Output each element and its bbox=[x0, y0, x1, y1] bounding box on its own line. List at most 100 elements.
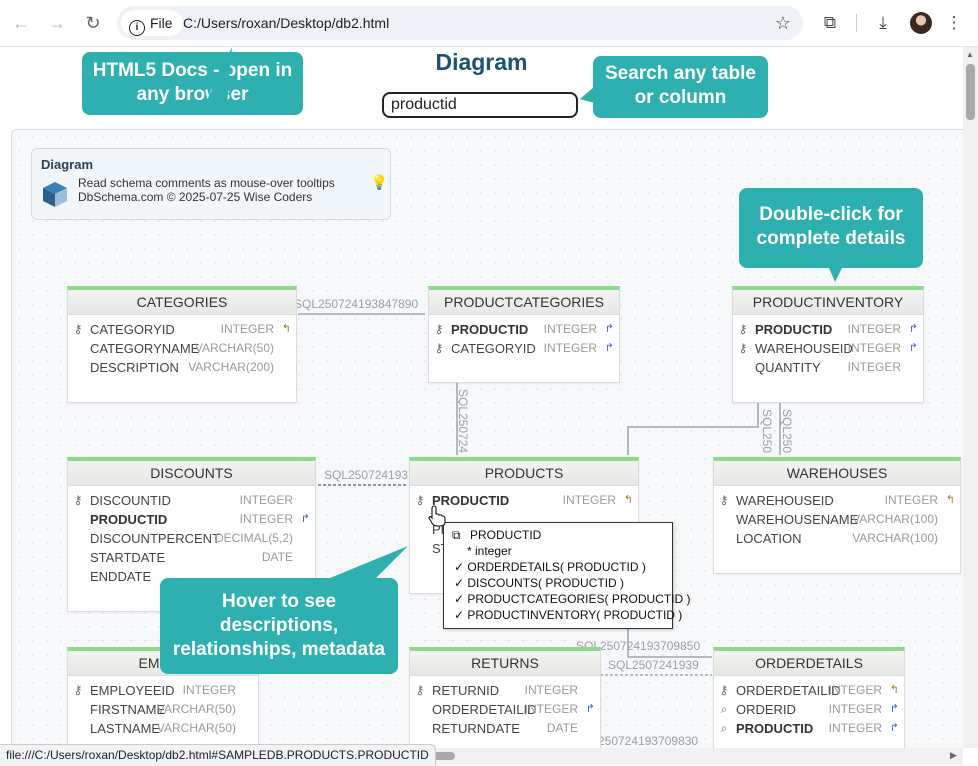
fk-arrow-icon: ↱ bbox=[908, 342, 918, 354]
callout-search: Search any table or column bbox=[593, 56, 768, 118]
menu-kebab-icon[interactable]: ⋮ bbox=[945, 13, 963, 32]
callout-hover: Hover to see descriptions, relationships… bbox=[160, 578, 398, 674]
back-arrow-icon[interactable]: ← bbox=[12, 13, 30, 33]
table-header[interactable]: PRODUCTCATEGORIES bbox=[429, 290, 619, 315]
profile-avatar[interactable] bbox=[910, 12, 932, 34]
fk-arrow-icon: ↱ bbox=[908, 323, 918, 335]
fk-arrow-icon: ↱ bbox=[604, 342, 614, 354]
fk-label-productcategories[interactable]: SQL250724 bbox=[456, 389, 470, 454]
fk-label-discounts[interactable]: SQL250724193 bbox=[324, 468, 409, 482]
vertical-scrollbar[interactable]: ▲ bbox=[963, 47, 978, 748]
download-icon[interactable]: ⤓ bbox=[879, 13, 887, 32]
page-content: Diagram Diagram Read schema comments as … bbox=[0, 47, 963, 748]
reload-icon[interactable]: ↻ bbox=[85, 13, 101, 33]
index-search-icon: ⌕ bbox=[720, 702, 728, 716]
page-title: Diagram bbox=[435, 49, 528, 75]
table-header[interactable]: WAREHOUSES bbox=[714, 461, 960, 486]
fk-arrow-icon: ↱ bbox=[604, 323, 614, 335]
fk-label-categories[interactable]: SQL250724193847890 bbox=[294, 297, 419, 311]
key-icon: ⚷ bbox=[738, 341, 748, 355]
scroll-up-icon[interactable]: ▲ bbox=[966, 50, 974, 59]
hand-cursor-icon bbox=[428, 505, 446, 527]
table-header[interactable]: PRODUCTINVENTORY bbox=[733, 290, 923, 315]
info-card-title: Diagram bbox=[41, 157, 94, 172]
key-icon: ⚷ bbox=[434, 322, 444, 336]
vertical-scroll-thumb[interactable] bbox=[966, 64, 975, 120]
column-row[interactable]: ENDDATE bbox=[90, 569, 152, 584]
table-header[interactable]: PRODUCTS bbox=[410, 461, 638, 486]
bookmark-star-icon[interactable]: ☆ bbox=[774, 13, 791, 33]
fk-label-orderdetails-2[interactable]: SQL2507241939 bbox=[608, 658, 699, 672]
fk-label-orderdetails-1[interactable]: SQL250724193709850 bbox=[576, 639, 701, 653]
search-input[interactable] bbox=[382, 92, 578, 118]
fk-label-orderdetails-3[interactable]: 250724193709830 bbox=[598, 734, 699, 748]
key-icon: ⚷ bbox=[73, 322, 83, 336]
info-card-line1: Read schema comments as mouse-over toolt… bbox=[78, 176, 335, 190]
diagram-info-card: Diagram Read schema comments as mouse-ov… bbox=[31, 148, 391, 220]
key-icon: ⚷ bbox=[415, 683, 425, 697]
key-icon: ⚷ bbox=[719, 493, 729, 507]
table-header[interactable]: DISCOUNTS bbox=[68, 461, 315, 486]
fk-arrow-icon: ↱ bbox=[585, 703, 595, 715]
fk-label-inventory-b[interactable]: SQL250 bbox=[780, 409, 794, 454]
callout-double-click: Double-click for complete details bbox=[739, 188, 923, 268]
table-header[interactable]: RETURNS bbox=[410, 651, 600, 676]
fk-label-inventory-a[interactable]: SQL250 bbox=[760, 409, 774, 454]
key-icon: ⚷ bbox=[434, 341, 444, 355]
referenced-arrow-icon: ↰ bbox=[281, 323, 291, 335]
url-text[interactable]: C:/Users/roxan/Desktop/db2.html bbox=[183, 15, 390, 31]
info-card-line2: DbSchema.com © 2025-07-25 Wise Coders bbox=[78, 190, 313, 204]
forward-arrow-icon[interactable]: → bbox=[48, 13, 66, 33]
scroll-right-icon[interactable]: ▶ bbox=[950, 750, 957, 760]
callout-pointers bbox=[200, 47, 842, 578]
lightbulb-icon[interactable]: 💡 bbox=[370, 174, 388, 190]
column-icon: ⧉ bbox=[452, 528, 461, 542]
fk-arrow-icon: ↱ bbox=[889, 722, 899, 734]
referenced-arrow-icon: ↰ bbox=[623, 494, 633, 506]
table-header[interactable]: CATEGORIES bbox=[68, 290, 296, 315]
key-icon: ⚷ bbox=[73, 493, 83, 507]
table-header[interactable]: ORDERDETAILS bbox=[714, 651, 904, 676]
info-icon: i bbox=[129, 20, 145, 36]
fk-arrow-icon: ↱ bbox=[889, 703, 899, 715]
column-tooltip: ⧉ PRODUCTID * integer ✓ ORDERDETAILS( PR… bbox=[443, 522, 691, 629]
referenced-arrow-icon: ↰ bbox=[945, 494, 955, 506]
extensions-icon[interactable]: ⧉ bbox=[823, 13, 837, 32]
key-icon: ⚷ bbox=[719, 683, 729, 697]
key-icon: ⚷ bbox=[415, 493, 425, 507]
